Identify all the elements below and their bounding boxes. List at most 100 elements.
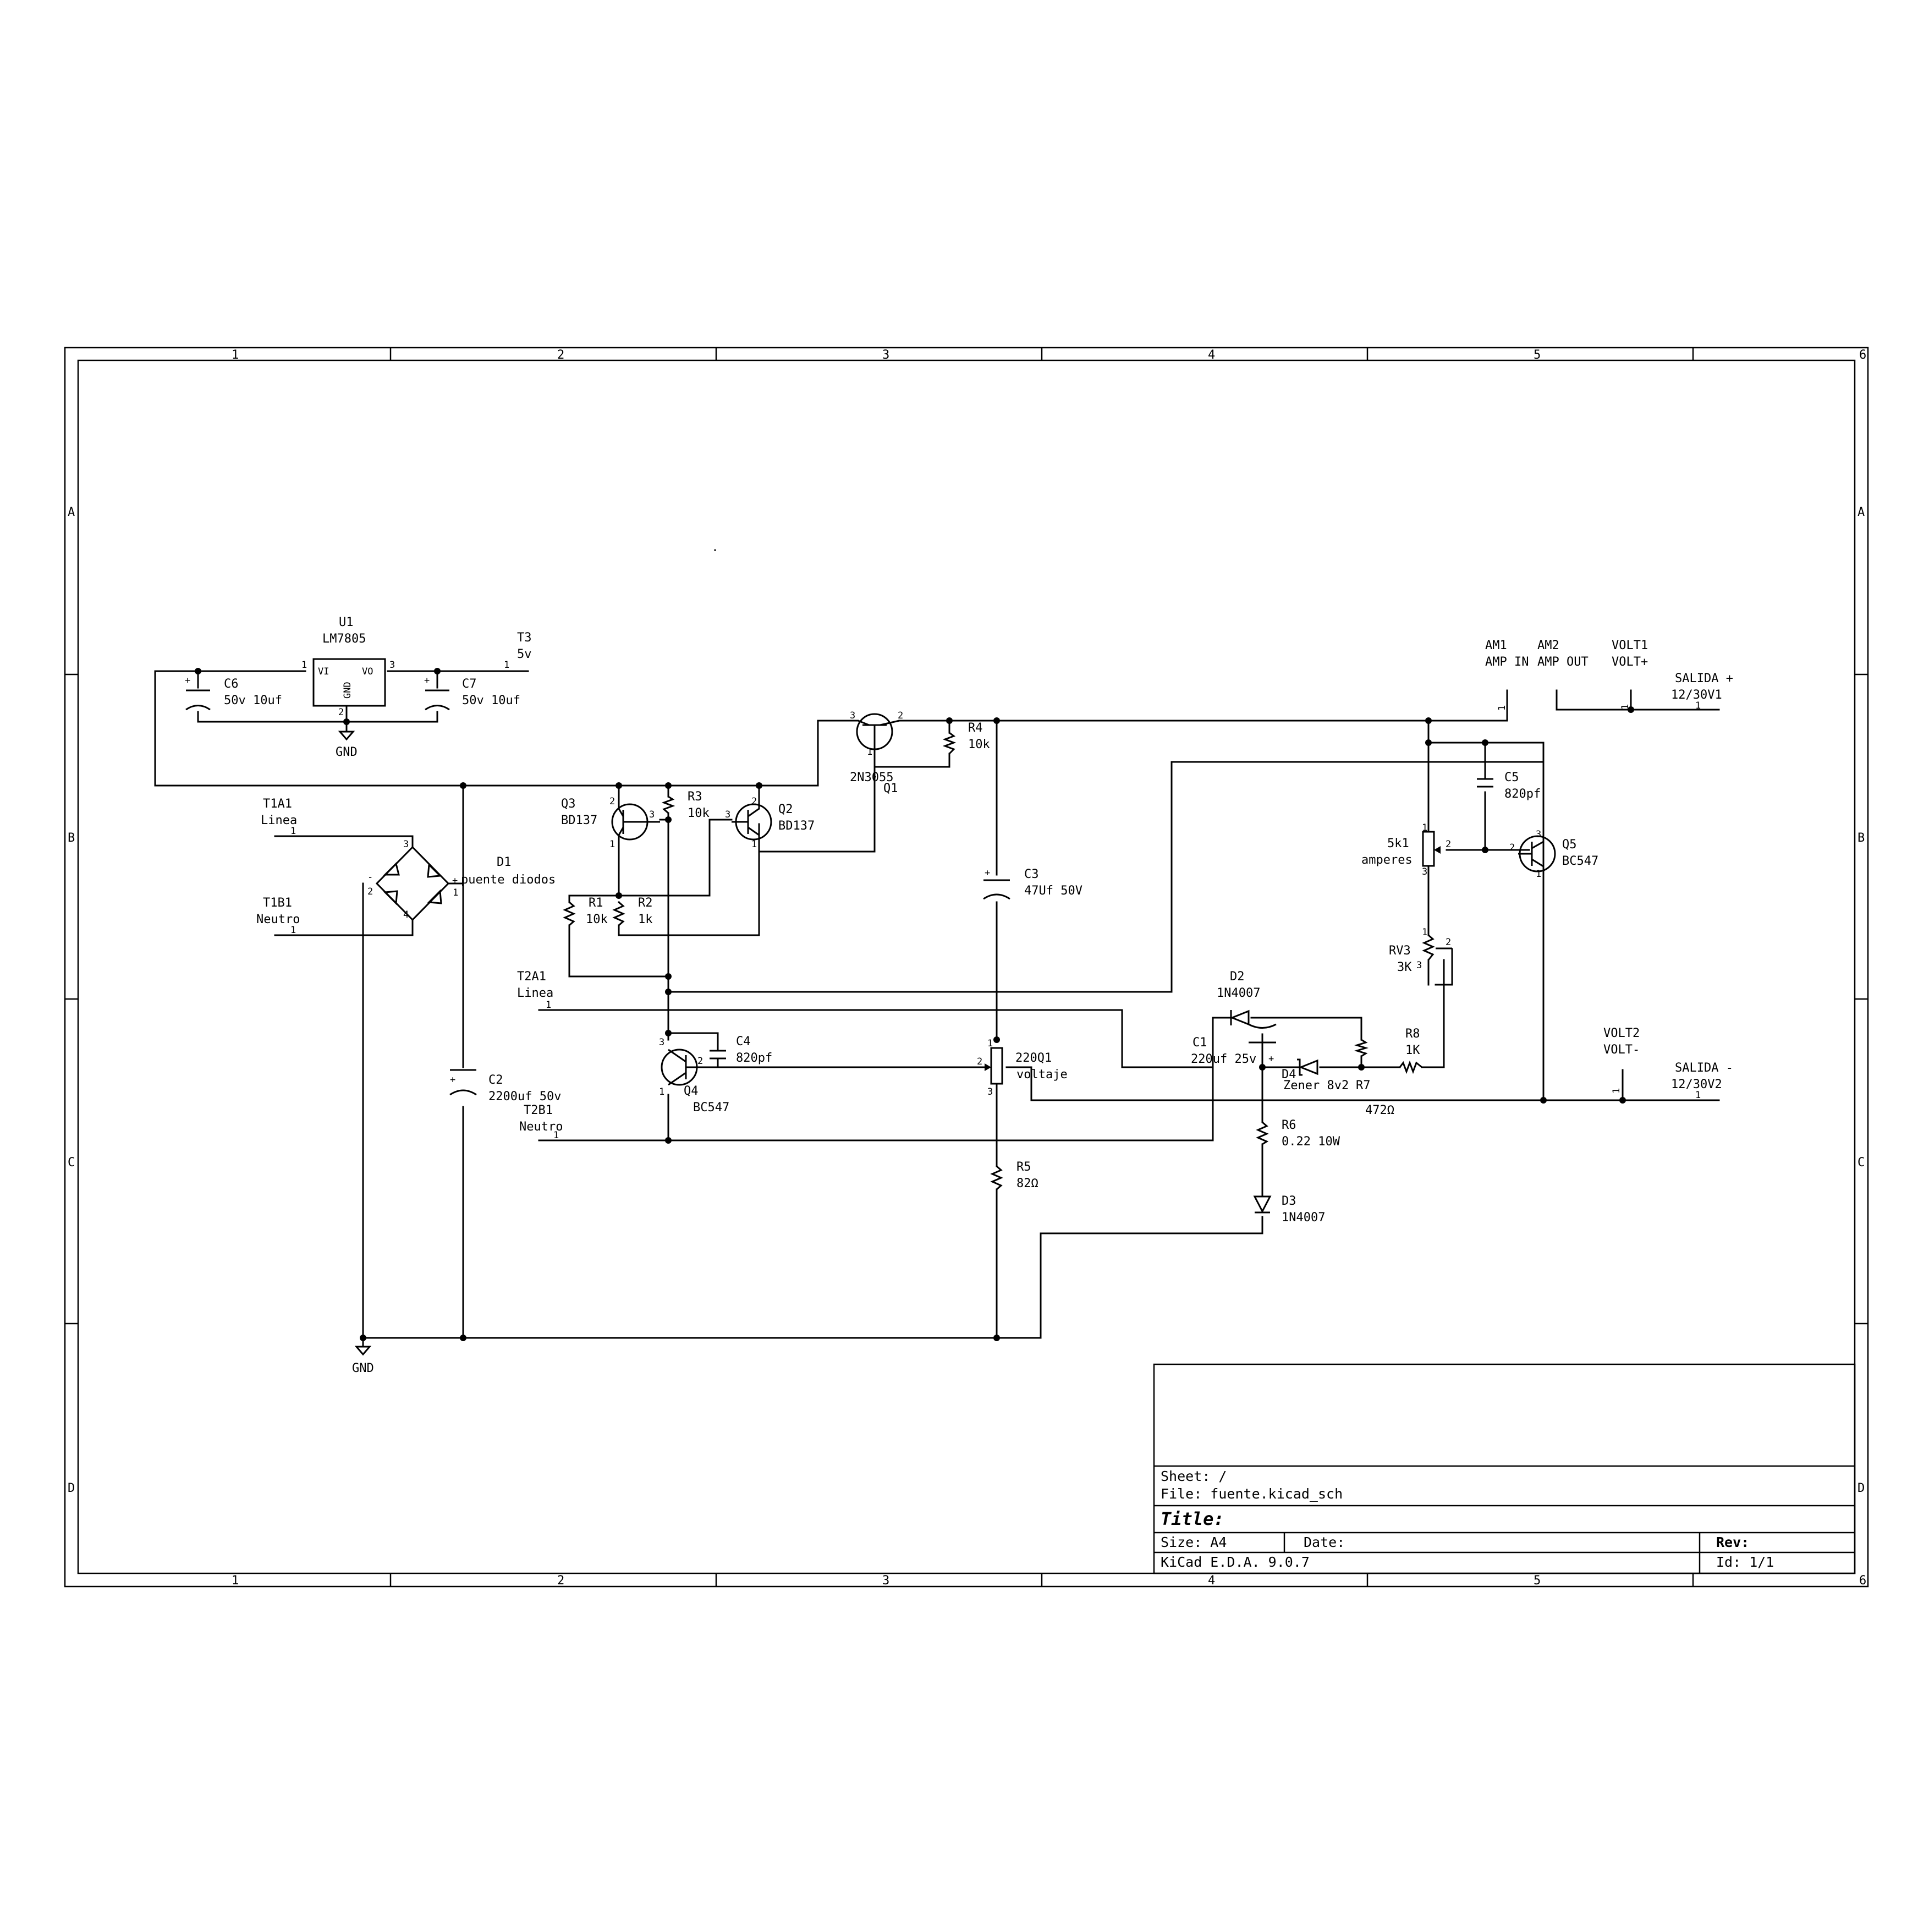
volt2-connector[interactable]: VOLT2 VOLT- 1 bbox=[1603, 1027, 1640, 1094]
t1a1-connector[interactable]: T1A1 Linea 1 bbox=[261, 797, 297, 837]
u1-pin-gnd-label: GND bbox=[342, 682, 353, 699]
c1-value: 220uf 25v bbox=[1191, 1052, 1256, 1066]
pot-amperes[interactable]: 1 3 2 5k1 amperes bbox=[1361, 822, 1451, 877]
r8-resistor[interactable]: R8 1K bbox=[1399, 1027, 1422, 1074]
col-label-6-bottom: 6 bbox=[1859, 1574, 1866, 1588]
d1-ref: D1 bbox=[497, 855, 512, 869]
t3-ref: T3 bbox=[517, 631, 532, 645]
r1-resistor[interactable]: R1 10k bbox=[563, 896, 608, 926]
col-label-4-bottom: 4 bbox=[1208, 1574, 1215, 1588]
c4-value: 820pf bbox=[736, 1051, 772, 1065]
t2b1-connector[interactable]: T2B1 Neutro 1 bbox=[519, 1104, 563, 1141]
r5-resistor[interactable]: R5 82Ω bbox=[990, 1160, 1038, 1190]
q4-ref: Q4 bbox=[684, 1084, 699, 1098]
t2a1-pin: 1 bbox=[546, 1000, 551, 1011]
r4-resistor[interactable]: R4 10k bbox=[942, 721, 990, 755]
q3-transistor[interactable]: Q3 BD137 2 1 3 bbox=[561, 796, 660, 850]
salida-neg-connector[interactable]: SALIDA - 12/30V2 1 bbox=[1671, 1061, 1733, 1101]
r2-value: 1k bbox=[638, 913, 653, 926]
d3-diode[interactable]: D3 1N4007 bbox=[1253, 1194, 1325, 1225]
d1-pin-1: 1 bbox=[453, 887, 458, 898]
u1-pin-vi-label: VI bbox=[318, 666, 329, 677]
t1b1-ref: T1B1 bbox=[263, 896, 292, 910]
d1-bridge-rectifier[interactable]: 3 4 2 1 - + D1 puente diodos bbox=[367, 839, 556, 921]
q5-pin-3: 3 bbox=[1536, 829, 1541, 840]
q1-transistor[interactable]: 3 2 1 2N3055 Q1 bbox=[850, 710, 903, 795]
title-block-id: Id: 1/1 bbox=[1716, 1554, 1774, 1570]
c6-capacitor[interactable]: + C6 50v 10uf bbox=[185, 675, 282, 711]
c2-ref: C2 bbox=[488, 1073, 503, 1087]
d2-diode[interactable]: D2 1N4007 bbox=[1217, 970, 1260, 1026]
d1-minus: - bbox=[367, 872, 373, 883]
volt2-ref: VOLT2 bbox=[1603, 1027, 1640, 1040]
q3-pin-3: 3 bbox=[649, 809, 655, 820]
row-label-b-right: B bbox=[1857, 831, 1865, 845]
r3-value: 10k bbox=[688, 806, 710, 820]
c3-capacitor[interactable]: + C3 47Uf 50V bbox=[983, 868, 1082, 900]
q4-transistor[interactable]: 3 1 2 Q4 BC547 bbox=[659, 1037, 729, 1115]
q2-transistor[interactable]: Q2 BD137 2 1 3 bbox=[725, 796, 815, 850]
u1-regulator[interactable]: VI VO GND U1 LM7805 1 3 2 bbox=[301, 616, 395, 718]
q3-value: BD137 bbox=[561, 814, 597, 827]
c7-value: 50v 10uf bbox=[462, 694, 520, 707]
am1-connector[interactable]: AM1 AMP IN 1 bbox=[1485, 639, 1529, 711]
t1b1-pin: 1 bbox=[290, 925, 296, 936]
c2-capacitor[interactable]: + C2 2200uf 50v bbox=[449, 1069, 561, 1104]
salida-pos-value: 12/30V1 bbox=[1671, 688, 1722, 702]
t3-connector[interactable]: T3 5v 1 bbox=[504, 631, 532, 671]
t1b1-value: Neutro bbox=[256, 913, 300, 926]
r3-ref: R3 bbox=[688, 790, 702, 804]
wires bbox=[154, 549, 1720, 1339]
gnd-bottom-label: GND bbox=[352, 1362, 374, 1375]
col-label-4: 4 bbox=[1208, 348, 1215, 362]
u1-pin-vo-label: VO bbox=[362, 666, 373, 677]
salida-pos-connector[interactable]: SALIDA + 12/30V1 1 bbox=[1671, 672, 1733, 711]
salida-pos-ref: SALIDA + bbox=[1675, 672, 1733, 685]
title-block-file: File: fuente.kicad_sch bbox=[1161, 1486, 1343, 1502]
c3-ref: C3 bbox=[1024, 868, 1039, 881]
am1-pin: 1 bbox=[1497, 705, 1508, 711]
r4-ref: R4 bbox=[968, 721, 983, 735]
t1b1-connector[interactable]: T1B1 Neutro 1 bbox=[256, 896, 300, 936]
c3-plus: + bbox=[985, 868, 990, 879]
c1-capacitor[interactable]: + C1 220uf 25v bbox=[1191, 1023, 1277, 1066]
t2a1-value: Linea bbox=[517, 986, 553, 1000]
t2a1-connector[interactable]: T2A1 Linea 1 bbox=[517, 970, 553, 1011]
volt1-pin: 1 bbox=[1620, 704, 1631, 710]
t2b1-ref: T2B1 bbox=[524, 1104, 553, 1117]
c4-capacitor[interactable]: C4 820pf bbox=[710, 1035, 772, 1065]
rv3-trimmer[interactable]: 1 2 3 RV3 3K bbox=[1389, 927, 1452, 986]
row-label-b: B bbox=[68, 831, 75, 845]
q5-transistor[interactable]: 2 3 1 Q5 BC547 bbox=[1509, 829, 1598, 880]
row-label-a: A bbox=[68, 506, 75, 519]
t2b1-pin: 1 bbox=[553, 1130, 559, 1141]
q1-pin-2: 2 bbox=[898, 710, 903, 721]
pot-amperes-pin-1: 1 bbox=[1422, 822, 1427, 833]
d4-ref: D4 bbox=[1282, 1068, 1296, 1082]
col-label-5: 5 bbox=[1534, 348, 1541, 362]
am2-connector[interactable]: AM2 AMP OUT bbox=[1537, 639, 1589, 700]
pot-voltaje-pin-1: 1 bbox=[987, 1038, 993, 1049]
pot-voltaje-value: voltaje bbox=[1016, 1068, 1068, 1082]
r1-value: 10k bbox=[586, 913, 608, 926]
c4-ref: C4 bbox=[736, 1035, 751, 1049]
c7-capacitor[interactable]: + C7 50v 10uf bbox=[424, 675, 520, 711]
r6-resistor[interactable]: R6 0.22 10W bbox=[1256, 1118, 1340, 1149]
d1-plus: + bbox=[452, 875, 458, 886]
title-block-title: Title: bbox=[1161, 1508, 1224, 1529]
q2-value: BD137 bbox=[778, 819, 815, 833]
row-label-d-right: D bbox=[1857, 1481, 1865, 1495]
d4-zener-diode[interactable]: D4 Zener 8v2 bbox=[1282, 1058, 1349, 1093]
pot-voltaje[interactable]: 2 1 3 220Q1 voltaje bbox=[977, 1038, 1068, 1097]
sheet-frame: 1 2 3 4 5 6 1 2 3 4 5 6 A B C D A B C D bbox=[64, 347, 1869, 1588]
u1-pin-3: 3 bbox=[389, 660, 395, 671]
c6-plus: + bbox=[185, 675, 190, 686]
r3-resistor[interactable]: R3 10k bbox=[661, 790, 710, 820]
c5-capacitor[interactable]: C5 820pf bbox=[1477, 771, 1541, 801]
r2-resistor[interactable]: R2 1k bbox=[612, 896, 653, 926]
rv3-pin-1: 1 bbox=[1422, 927, 1427, 938]
volt2-pin: 1 bbox=[1611, 1088, 1622, 1094]
volt1-connector[interactable]: VOLT1 VOLT+ 1 bbox=[1612, 639, 1648, 710]
r7-resistor[interactable]: R7 472Ω bbox=[1354, 1039, 1394, 1117]
